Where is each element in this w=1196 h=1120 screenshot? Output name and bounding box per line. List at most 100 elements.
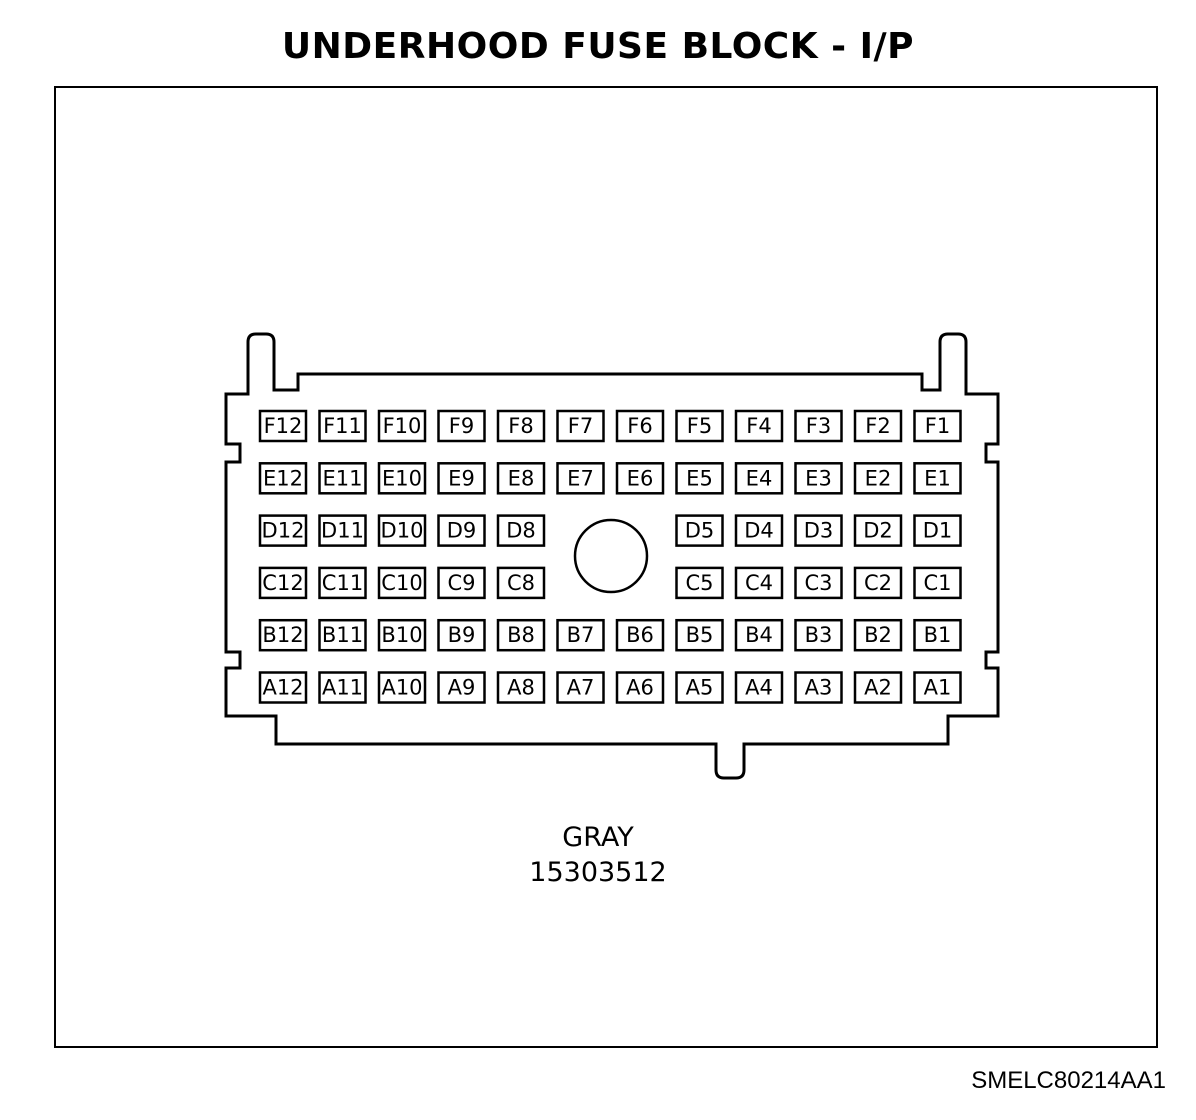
diagram-frame <box>54 86 1158 1048</box>
pin-cavity: E12 <box>258 462 308 495</box>
pin-cavity: F3 <box>794 409 843 443</box>
pin-box <box>853 462 903 495</box>
pin-label: E1 <box>924 466 951 490</box>
pin-cavity: D10 <box>377 514 427 547</box>
pin-label: B8 <box>507 623 535 647</box>
pin-box <box>913 409 962 443</box>
pin-cavity: C11 <box>318 566 367 600</box>
pin-box <box>437 566 486 600</box>
pin-box <box>437 462 486 495</box>
pin-cavity: C10 <box>377 566 427 600</box>
pin-label: B12 <box>262 623 303 647</box>
pin-box <box>437 671 486 704</box>
pin-box <box>318 462 367 495</box>
pin-cavity: D2 <box>853 514 903 547</box>
pin-cavity: F6 <box>615 409 665 443</box>
pin-cavity: D8 <box>496 514 546 547</box>
pin-box <box>496 409 546 443</box>
pin-label: B9 <box>448 623 476 647</box>
diagram-code: SMELC80214AA1 <box>971 1067 1166 1094</box>
pin-label: A10 <box>381 676 422 700</box>
pin-box <box>556 618 605 652</box>
pin-cavity: C2 <box>853 566 903 600</box>
pin-cavity: F4 <box>734 409 784 443</box>
pin-cavity: B3 <box>794 618 843 652</box>
pin-box <box>794 462 843 495</box>
pin-cavity: B9 <box>437 618 486 652</box>
pin-box <box>853 618 903 652</box>
pin-label: B11 <box>322 623 363 647</box>
pin-cavity: D1 <box>913 514 962 547</box>
pin-box <box>556 671 605 704</box>
pin-cavity: A4 <box>734 671 784 704</box>
pin-box <box>258 618 308 652</box>
pin-cavity: E11 <box>318 462 367 495</box>
pin-label: A9 <box>448 676 476 700</box>
pin-label: D9 <box>447 519 477 543</box>
pin-label: A7 <box>567 676 595 700</box>
pin-label: A2 <box>864 676 892 700</box>
pin-box <box>913 514 962 547</box>
pin-cavity: C5 <box>675 566 724 600</box>
pin-label: B2 <box>864 623 892 647</box>
pin-box <box>496 618 546 652</box>
pin-label: E4 <box>746 466 773 490</box>
pin-cavity: D12 <box>258 514 308 547</box>
pin-label: F5 <box>687 414 712 438</box>
pin-box <box>496 566 546 600</box>
connector-part-number: 15303512 <box>529 857 667 888</box>
pin-box <box>377 462 427 495</box>
connector-outline <box>224 332 1000 780</box>
pin-cavity: F7 <box>556 409 605 443</box>
pin-cavity: B2 <box>853 618 903 652</box>
pin-label: E9 <box>448 466 475 490</box>
pin-label: A1 <box>924 676 952 700</box>
pin-box <box>794 566 843 600</box>
pin-label: B3 <box>805 623 833 647</box>
pin-label: C2 <box>864 571 892 595</box>
pin-label: E11 <box>323 466 363 490</box>
pin-cavity: D3 <box>794 514 843 547</box>
pin-cavity: E9 <box>437 462 486 495</box>
connector-center-hole <box>573 518 649 594</box>
pin-label: D5 <box>685 519 715 543</box>
pin-label: B6 <box>626 623 654 647</box>
pin-cavity: C3 <box>794 566 843 600</box>
pin-box <box>794 618 843 652</box>
pin-cavity: C12 <box>258 566 308 600</box>
pin-box <box>913 462 962 495</box>
pin-box <box>496 462 546 495</box>
pin-box <box>318 514 367 547</box>
pin-label: A8 <box>507 676 535 700</box>
pin-cavity: B10 <box>377 618 427 652</box>
pin-label: E5 <box>686 466 713 490</box>
pin-box <box>853 409 903 443</box>
pin-box <box>794 671 843 704</box>
pin-cavity: E5 <box>675 462 724 495</box>
pin-box <box>794 409 843 443</box>
pin-box <box>853 514 903 547</box>
pin-box <box>258 671 308 704</box>
pin-label: A12 <box>262 676 303 700</box>
pin-cavity: D5 <box>675 514 724 547</box>
pin-box <box>853 671 903 704</box>
pin-cavity: F5 <box>675 409 724 443</box>
pin-cavity: A11 <box>318 671 367 704</box>
pin-label: A6 <box>626 676 654 700</box>
pin-label: D8 <box>506 519 536 543</box>
pin-cavity: F11 <box>318 409 367 443</box>
pin-box <box>377 514 427 547</box>
pin-cavity: B5 <box>675 618 724 652</box>
pin-box <box>734 462 784 495</box>
pin-box <box>258 462 308 495</box>
pin-box <box>615 409 665 443</box>
pin-label: F8 <box>508 414 533 438</box>
pin-box <box>615 462 665 495</box>
pin-box <box>734 566 784 600</box>
pin-label: F11 <box>323 414 362 438</box>
pin-cavity: E7 <box>556 462 605 495</box>
pin-box <box>377 618 427 652</box>
pin-cavity: B7 <box>556 618 605 652</box>
pin-cavity: D11 <box>318 514 367 547</box>
